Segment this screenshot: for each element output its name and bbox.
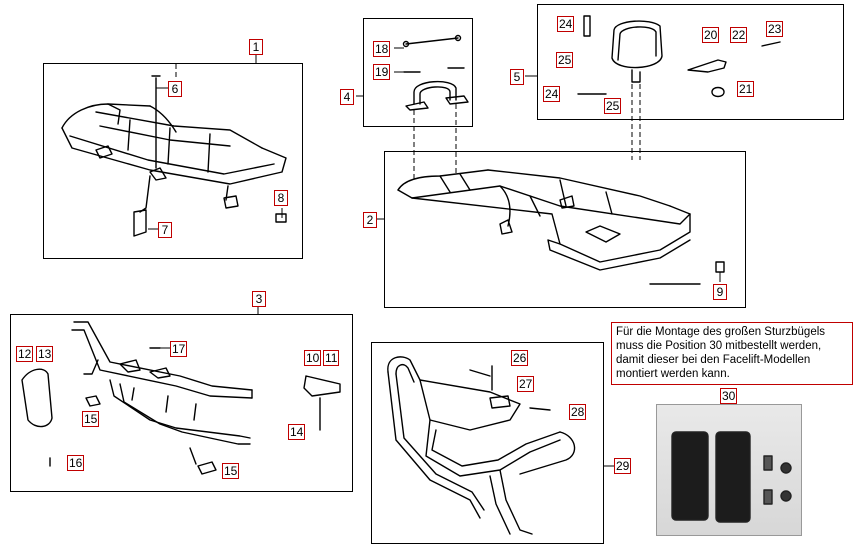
label-part-29: 29 [614, 458, 632, 474]
note-line-1: Für die Montage des großen Sturzbügels [616, 326, 826, 338]
label-part-25-b: 25 [604, 98, 622, 114]
label-part-15-a: 15 [82, 411, 100, 427]
label-part-14: 14 [288, 424, 306, 440]
label-part-8: 8 [274, 190, 288, 206]
label-part-15-b: 15 [222, 463, 240, 479]
label-part-27: 27 [517, 376, 535, 392]
label-part-24-a: 24 [557, 16, 575, 32]
label-part-1: 1 [249, 39, 263, 55]
label-part-5: 5 [510, 69, 524, 85]
label-part-16: 16 [67, 455, 85, 471]
label-part-24-b: 24 [543, 86, 561, 102]
front-rack-3-drawing [21, 321, 341, 475]
label-part-21: 21 [737, 81, 755, 97]
label-part-26: 26 [511, 350, 529, 366]
label-part-22: 22 [730, 27, 748, 43]
note-line-2: muss die Position 30 mitbestellt werden, [616, 340, 822, 352]
label-part-11: 11 [323, 350, 340, 366]
label-part-9: 9 [713, 284, 727, 300]
part-30-drawing [671, 431, 792, 523]
note-line-4: montiert werden kann. [616, 368, 730, 380]
label-part-25-a: 25 [556, 52, 574, 68]
label-part-7: 7 [158, 222, 172, 238]
bracket-4-drawing [402, 34, 469, 111]
label-part-28: 28 [569, 404, 587, 420]
label-part-4: 4 [340, 89, 354, 105]
label-part-6: 6 [168, 81, 182, 97]
label-part-23: 23 [766, 21, 784, 37]
label-part-10: 10 [304, 350, 322, 366]
panel-backrest-5 [537, 4, 844, 120]
panel-rear-rack-2 [384, 151, 746, 308]
note-line-3: damit dieser bei den Facelift-Modellen [616, 354, 811, 366]
backrest-5-drawing [577, 15, 781, 98]
label-part-12: 12 [16, 346, 34, 362]
label-part-17: 17 [170, 341, 188, 357]
label-part-3: 3 [252, 291, 266, 307]
label-part-19: 19 [373, 64, 391, 80]
label-part-13: 13 [36, 346, 54, 362]
label-part-20: 20 [702, 27, 720, 43]
label-part-2: 2 [363, 212, 377, 228]
label-part-18: 18 [373, 41, 391, 57]
rear-rack-2-drawing [397, 169, 725, 285]
assembly-note: Für die Montage des großen Sturzbügels m… [611, 322, 853, 385]
label-part-30: 30 [720, 388, 738, 404]
rear-rack-1-drawing [61, 75, 287, 237]
crash-bar-29-drawing [387, 356, 576, 535]
